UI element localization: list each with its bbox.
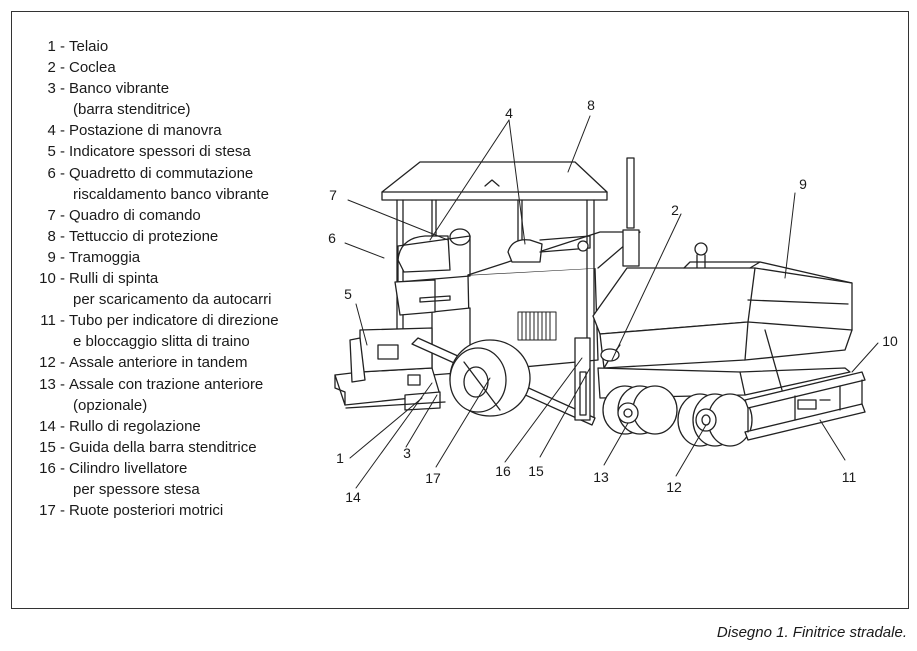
legend-item-continuation: (opzionale) <box>73 396 148 414</box>
callout-13: 13 <box>593 469 609 485</box>
push-roller-bar <box>744 371 866 441</box>
figure-caption: Disegno 1. Finitrice stradale. <box>716 624 907 641</box>
legend-item: 11 -Tubo per indicatore di direzione <box>40 312 279 330</box>
figure-frame <box>11 11 909 609</box>
callout-2: 2 <box>671 202 679 218</box>
callout-8: 8 <box>587 97 595 113</box>
vent-grille <box>517 311 557 341</box>
legend-item: 10 -Rulli di spinta <box>39 270 159 288</box>
legend-item: 6 -Quadretto di commutazione <box>47 164 254 182</box>
legend-item: 4 -Postazione di manovra <box>47 122 222 140</box>
callout-11: 11 <box>842 469 857 485</box>
callout-10: 10 <box>882 333 898 349</box>
legend-item: 7 -Quadro di comando <box>47 206 201 224</box>
legend-item: 17 -Ruote posteriori motrici <box>39 502 224 520</box>
legend-item: 16 -Cilindro livellatore <box>39 459 188 477</box>
legend-item: 5 -Indicatore spessori di stesa <box>47 143 251 161</box>
legend-item: 14 -Rullo di regolazione <box>39 417 201 435</box>
callout-14: 14 <box>345 489 361 505</box>
callout-numbers: 1 2 3 4 5 6 7 8 9 10 11 12 13 14 15 16 1… <box>328 97 898 505</box>
callout-7: 7 <box>329 187 337 203</box>
screed-unit <box>334 327 446 411</box>
hopper <box>592 261 853 369</box>
callout-3: 3 <box>403 445 411 461</box>
legend-item-continuation: (barra stenditrice) <box>73 101 191 119</box>
callout-4: 4 <box>505 105 513 121</box>
callout-16: 16 <box>495 463 511 479</box>
callout-5: 5 <box>344 286 352 302</box>
legend-item-continuation: per scaricamento da autocarri <box>73 291 272 309</box>
legend-item: 9 -Tramoggia <box>47 248 141 266</box>
canopy-roof <box>381 161 608 421</box>
callout-17: 17 <box>425 470 441 486</box>
callout-leaders <box>344 115 879 489</box>
legend-item-continuation: per spessore stesa <box>73 480 200 498</box>
callout-9: 9 <box>799 176 807 192</box>
callout-15: 15 <box>528 463 544 479</box>
legend-item: 3 -Banco vibrante <box>47 80 170 98</box>
legend-item: 15 -Guida della barra stenditrice <box>39 438 257 456</box>
legend-item: 12 -Assale anteriore in tandem <box>39 354 248 372</box>
tandem-axle-wheels <box>602 385 753 447</box>
legend-item-continuation: e bloccaggio slitta di traino <box>73 333 250 351</box>
legend-item: 13 -Assale con trazione anteriore <box>39 375 264 393</box>
parts-legend: 1 -Telaio 2 -Coclea 3 -Banco vibrante (b… <box>30 36 279 521</box>
legend-item: 2 -Coclea <box>47 59 116 77</box>
operator-station <box>394 228 591 316</box>
legend-item: 8 -Tettuccio di protezione <box>47 227 219 245</box>
callout-12: 12 <box>666 479 682 495</box>
callout-1: 1 <box>336 450 344 466</box>
legend-item: 1 -Telaio <box>47 38 109 55</box>
legend-item-continuation: riscaldamento banco vibrante <box>73 185 269 203</box>
callout-6: 6 <box>328 230 336 246</box>
